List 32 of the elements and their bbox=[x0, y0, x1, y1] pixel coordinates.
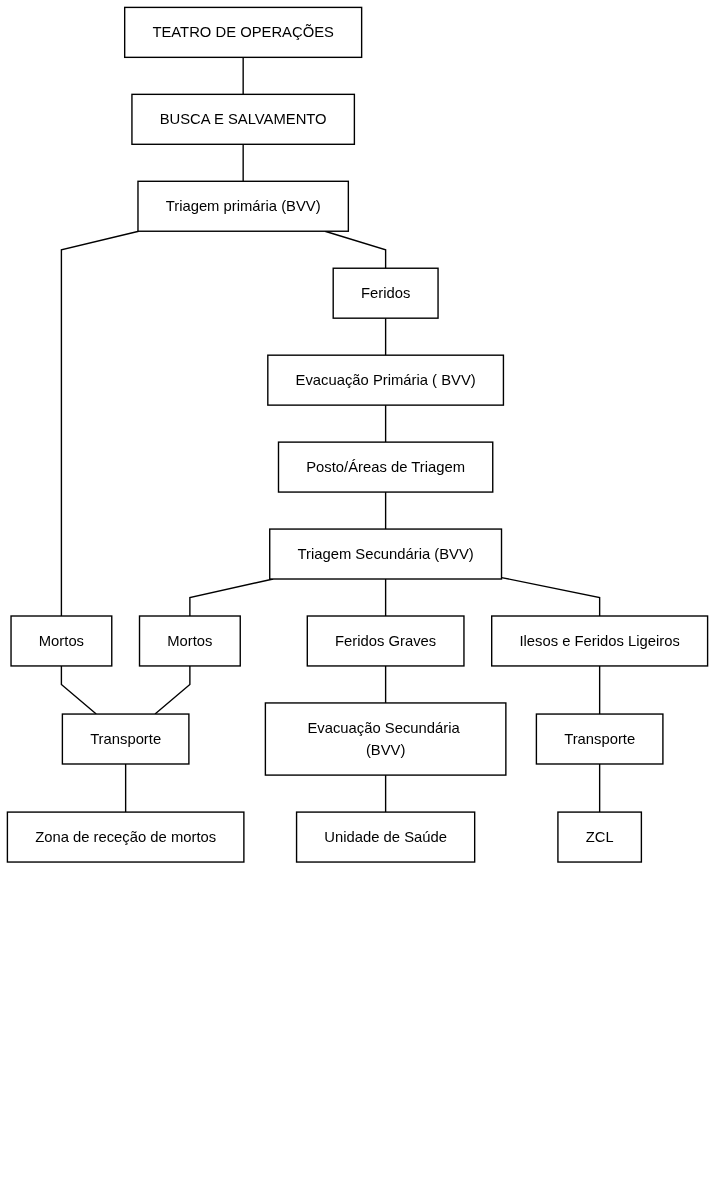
connector bbox=[384, 317, 387, 356]
node-box: Evacuação Secundária (BVV) bbox=[264, 702, 507, 776]
connector bbox=[500, 576, 601, 617]
connector bbox=[384, 404, 387, 443]
node-box: ZCL bbox=[557, 811, 643, 863]
node-box: BUSCA E SALVAMENTO bbox=[131, 93, 356, 145]
node-box: Mortos bbox=[10, 615, 113, 667]
connector bbox=[384, 665, 387, 704]
node-box: Evacuação Primária ( BVV) bbox=[267, 354, 505, 406]
connector bbox=[384, 774, 387, 813]
node-box: Mortos bbox=[138, 615, 241, 667]
node-box: Triagem Secundária (BVV) bbox=[269, 528, 503, 580]
node-box: Transporte bbox=[535, 713, 664, 765]
node-box: Unidade de Saúde bbox=[295, 811, 476, 863]
node-box: Triagem primária (BVV) bbox=[137, 180, 350, 232]
node-box: Zona de receção de mortos bbox=[6, 811, 245, 863]
connector bbox=[242, 56, 244, 96]
node-box: TEATRO DE OPERAÇÕES bbox=[124, 6, 363, 59]
node-box: Transporte bbox=[61, 713, 190, 765]
connector bbox=[60, 665, 97, 715]
node-box: Ilesos e Feridos Ligeiros bbox=[491, 615, 709, 667]
connector bbox=[384, 578, 387, 617]
connector bbox=[598, 763, 601, 813]
node-box: Feridos bbox=[332, 267, 439, 319]
node-box: Posto/Áreas de Triagem bbox=[277, 441, 494, 493]
connector bbox=[124, 763, 127, 813]
connector bbox=[154, 665, 191, 715]
connector bbox=[384, 491, 387, 530]
connector bbox=[60, 230, 140, 617]
connector bbox=[598, 665, 601, 715]
node-box: Feridos Graves bbox=[306, 615, 465, 667]
connector bbox=[242, 143, 244, 182]
